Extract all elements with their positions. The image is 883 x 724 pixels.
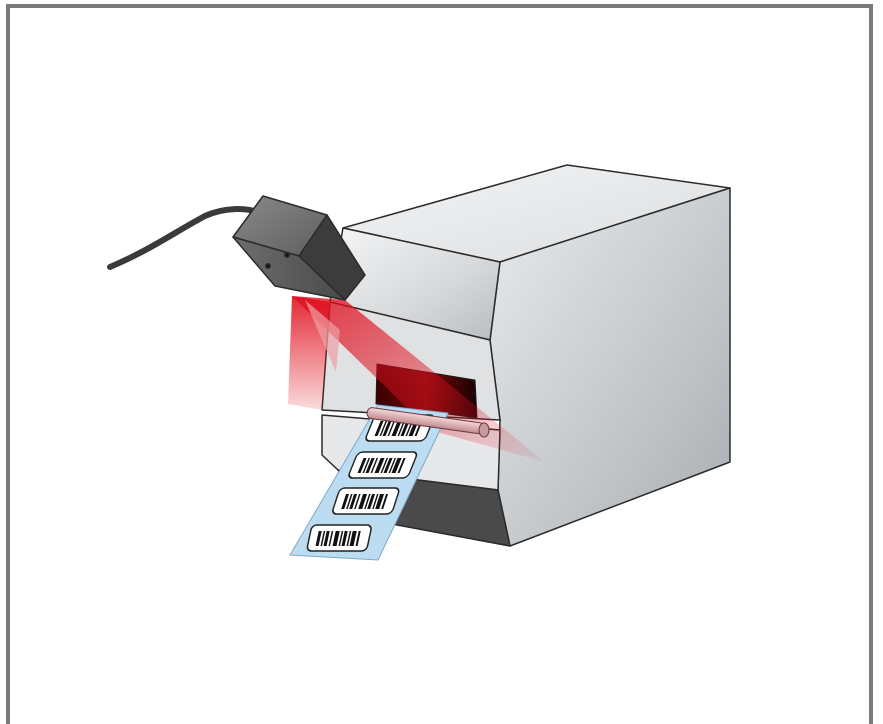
scanner-head xyxy=(233,196,365,300)
printer-scanner-illustration xyxy=(0,0,883,707)
label-3 xyxy=(332,488,400,514)
scanner-screw-1 xyxy=(285,253,289,257)
scanner-screw-2 xyxy=(266,264,270,268)
label-2 xyxy=(347,452,418,478)
label-4 xyxy=(306,525,372,551)
